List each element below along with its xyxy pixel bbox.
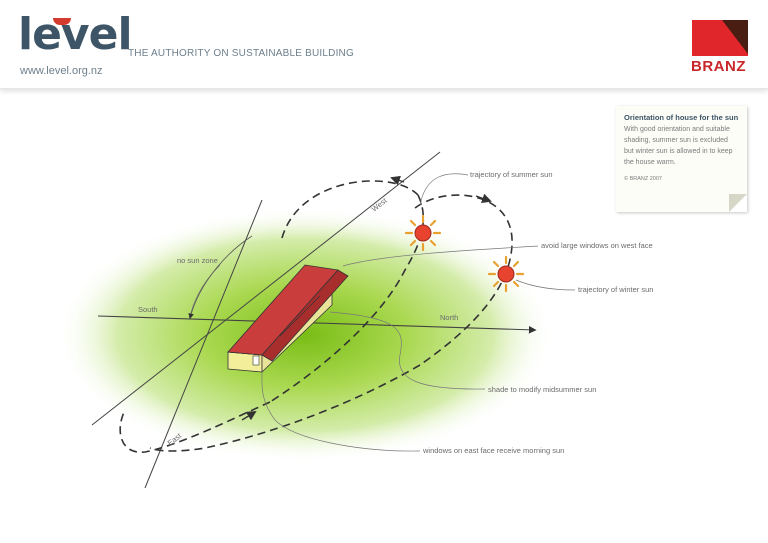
info-note: Orientation of house for the sun With go… (616, 106, 747, 212)
summer-sun-icon (404, 214, 442, 252)
compass-north-label: North (440, 313, 458, 322)
lawn-area (55, 207, 555, 463)
east-windows-label: windows on east face receive morning sun (422, 446, 564, 455)
winter-sun-icon (487, 255, 525, 293)
level-logo[interactable]: level (18, 9, 133, 60)
leader-lines (189, 173, 576, 452)
tagline: THE AUTHORITY ON SUSTAINABLE BUILDING (128, 48, 354, 59)
note-body: With good orientation and suitable shadi… (624, 126, 733, 166)
east-west-axis (91, 151, 441, 426)
note-title: Orientation of house for the sun (624, 113, 739, 122)
branz-wordmark: BRANZ (691, 58, 746, 75)
summer-arrow-icon (390, 175, 405, 186)
winter-arrow-icon (475, 193, 492, 203)
summer-arrow-2-icon (241, 410, 257, 421)
no-sun-zone-label: no sun zone (177, 256, 218, 265)
winter-arc-bottom (149, 364, 421, 452)
branz-logo-icon[interactable] (692, 20, 748, 56)
summer-trajectory-label: trajectory of summer sun (470, 170, 553, 179)
compass-south-label: South (138, 305, 158, 314)
sun-orientation-diagram: trajectory of summer sun no sun zone avo… (55, 151, 653, 489)
no-sun-arrow-icon (188, 235, 253, 320)
winter-trajectory-label: trajectory of winter sun (578, 285, 653, 294)
summer-arc-bottom (119, 401, 271, 453)
north-south-axis (97, 315, 537, 334)
summer-arc-top (281, 180, 419, 239)
compass-west-label: West (370, 195, 390, 213)
page-curl-icon (729, 194, 747, 212)
note-copyright: © BRANZ 2007 (624, 176, 662, 182)
site-header: level www.level.org.nz THE AUTHORITY ON … (0, 0, 768, 89)
shade-label: shade to modify midsummer sun (488, 385, 596, 394)
logo-cup-icon (53, 18, 71, 25)
west-windows-label: avoid large windows on west face (541, 241, 653, 250)
site-url[interactable]: www.level.org.nz (20, 65, 103, 77)
house (227, 264, 349, 373)
secondary-axis (144, 199, 263, 489)
